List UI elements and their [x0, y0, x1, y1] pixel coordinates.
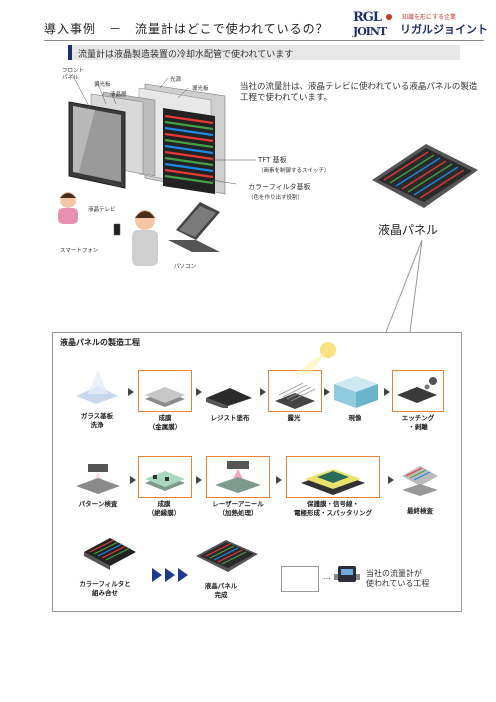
arrow-icon: [276, 476, 282, 484]
label-lcd-panel: 液晶パネル: [378, 223, 439, 237]
devices-illustration: [58, 192, 220, 266]
development-icon: [334, 376, 378, 408]
arrow-icon: [196, 476, 202, 484]
triple-arrow-icon: [152, 568, 188, 582]
arrow-icon: [130, 476, 136, 484]
glass-cleaning-icon: [76, 370, 118, 404]
step-final-inspection: 最終検査: [407, 507, 433, 515]
metal-film-icon: [145, 387, 185, 407]
banner-text: 流量計は液晶製造装置の冷却水配管で使われています: [78, 50, 294, 60]
intro-text: 当社の流量計は、液晶テレビに使われている液晶パネルの製造工程で使われています。: [240, 82, 478, 103]
step-metal-film: 成膜 （金属膜）: [148, 414, 182, 431]
svg-text:RGL: RGL: [353, 10, 382, 25]
label-color-filter-note: （色を作り出す役割）: [248, 195, 304, 201]
label-light-guide: 導光板: [192, 86, 209, 92]
flow-meter-icon: [334, 566, 360, 582]
page-title: 導入事例 － 流量計はどこで使われているの？: [44, 22, 329, 36]
process-title: 液晶パネルの製造工程: [60, 338, 140, 347]
logo-tagline: 知識を形にする企業: [402, 14, 457, 21]
step-color-filter-combine: カラーフィルタと 組み合せ: [79, 580, 131, 597]
label-polarizer: 偏光板: [94, 82, 111, 88]
step-glass-cleaning: ガラス基板 洗浄: [80, 412, 114, 429]
arrow-icon: [196, 388, 202, 396]
highlight-box-laser-anneal: [206, 456, 270, 498]
lcd-panel-image: [372, 144, 478, 208]
resist-coating-icon: [206, 388, 252, 408]
lcd-panel-complete-icon: [196, 540, 258, 572]
label-tft: TFT 基板: [258, 156, 287, 164]
label-pc: パソコン: [174, 264, 197, 270]
label-color-filter: カラーフィルタ基板: [248, 183, 311, 191]
step-exposure: 露光: [287, 414, 301, 422]
label-liquid-crystal: 液晶層: [110, 92, 127, 98]
legend-text: 当社の流量計が 使われている工程: [366, 569, 430, 588]
lcd-exploded-diagram: [68, 83, 226, 195]
label-tft-note: （画素を制御するスイッチ）: [258, 168, 330, 174]
highlight-box-exposure: [268, 370, 322, 412]
etching-icon: [397, 377, 437, 403]
step-resist-coating: レジスト塗布: [210, 414, 250, 422]
callout-pointer: [385, 240, 423, 333]
label-light-source: 光源: [170, 77, 182, 83]
highlight-box-insulating-film: [138, 456, 192, 498]
smartphone-icon: [113, 223, 121, 236]
svg-text:JOINT: JOINT: [352, 25, 388, 37]
legend-dots: …: [323, 572, 331, 581]
section-banner: [68, 45, 460, 60]
banner-accent: [68, 45, 72, 60]
logo-name: リガルジョイント: [400, 23, 488, 36]
exposure-icon: [275, 382, 316, 409]
step-pattern-inspection: パターン検査: [78, 500, 118, 508]
arrow-icon: [384, 388, 390, 396]
highlight-box-etching: [392, 370, 444, 412]
final-inspection-icon: [402, 466, 438, 496]
arrow-icon: [388, 476, 394, 484]
diagram-leader-lines: [71, 73, 256, 189]
pattern-inspection-icon: [76, 464, 120, 494]
step-laser-anneal: レーザーアニール （加熱処理）: [212, 500, 264, 517]
sputtering-icon: [301, 469, 365, 495]
highlight-box-metal-film: [138, 370, 192, 412]
header-divider: [44, 40, 484, 41]
legend-swatch: [281, 566, 319, 592]
arrow-icon: [128, 388, 134, 396]
step-etching: エッチング ・剥離: [401, 414, 435, 431]
arrow-icon: [260, 388, 266, 396]
color-filter-combine-icon: [84, 538, 136, 570]
step-sputtering: 保護膜・信号線・ 電極形成・スパッタリング: [294, 500, 372, 517]
label-lcd-tv: 液晶テレビ: [88, 207, 116, 213]
insulating-film-icon: [145, 471, 185, 491]
step-development: 現像: [348, 414, 362, 422]
company-logo: RGL JOINT: [351, 9, 397, 38]
step-insulating-film: 成膜 （絶縁膜）: [147, 500, 181, 517]
light-source-icon: [294, 342, 336, 374]
label-smartphone: スマートフォン: [60, 248, 99, 254]
label-front-panel: フロント パネル: [62, 68, 85, 81]
step-lcd-panel-complete: 液晶パネル 完成: [204, 582, 238, 599]
arrow-icon: [324, 388, 330, 396]
laser-anneal-icon: [215, 461, 261, 493]
highlight-box-sputtering: [286, 456, 380, 498]
